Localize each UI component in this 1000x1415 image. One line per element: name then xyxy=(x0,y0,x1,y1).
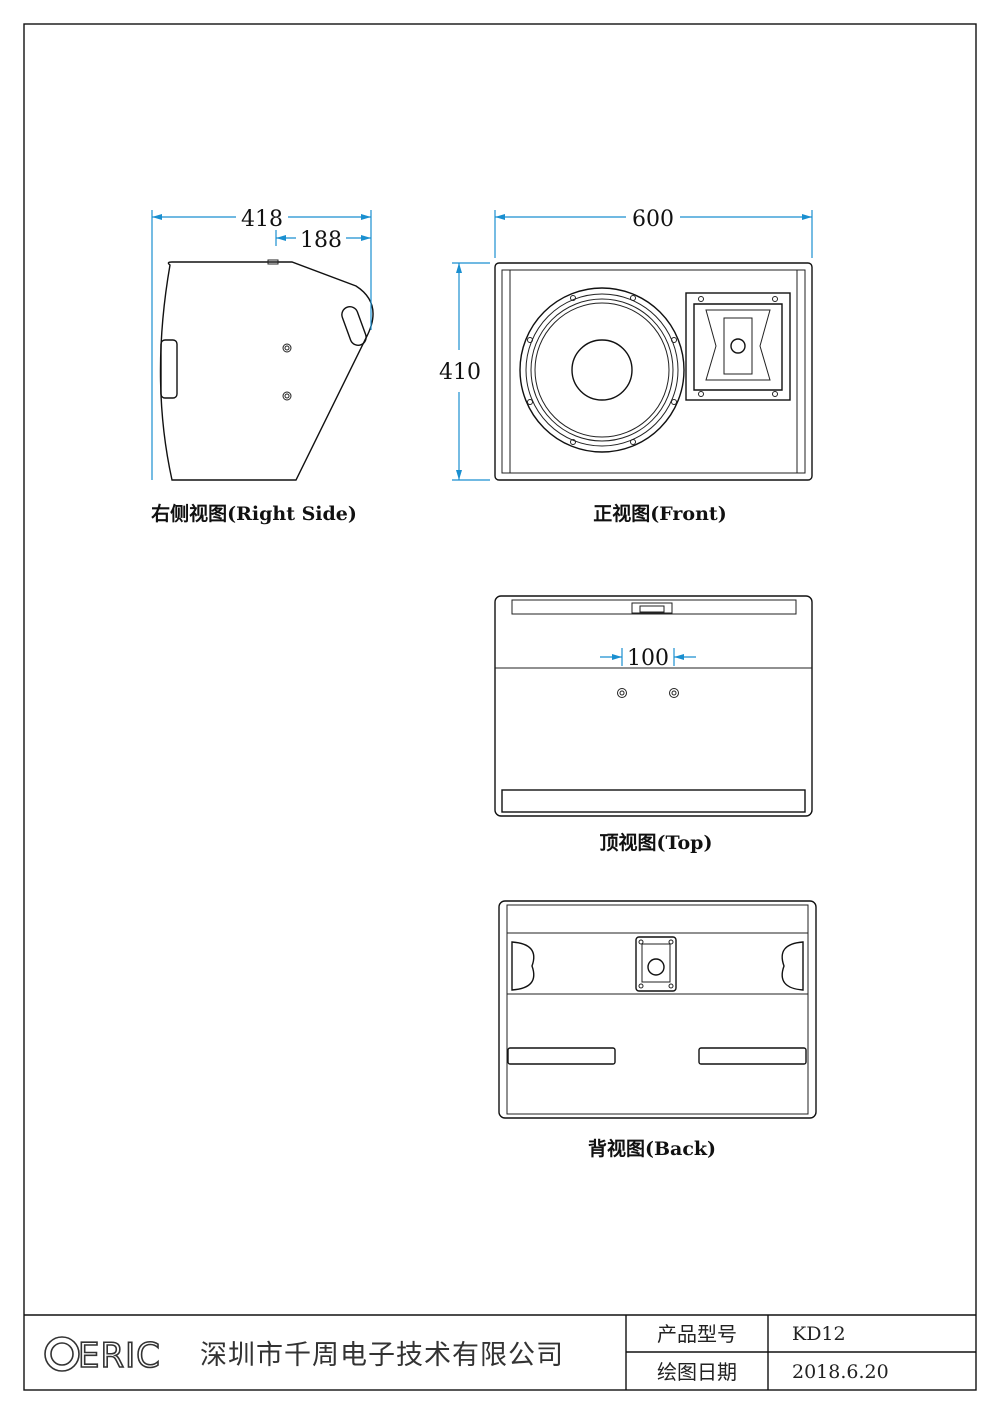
label-right-side: 右侧视图(Right Side) xyxy=(150,502,357,525)
model-value: KD12 xyxy=(792,1323,846,1345)
date-label: 绘图日期 xyxy=(657,1360,737,1384)
dim-front-width: 600 xyxy=(632,207,674,232)
dim-side-depth: 418 xyxy=(241,207,283,232)
dim-side-top: 188 xyxy=(300,228,342,253)
title-block: ERIC 深圳市千周电子技术有限公司 产品型号 KD12 绘图日期 2018.6… xyxy=(24,1314,976,1390)
side-handle-rear xyxy=(341,306,367,346)
back-slot-left xyxy=(507,1047,616,1065)
dim-top-spacing: 100 xyxy=(627,646,669,671)
back-slot-right xyxy=(698,1047,807,1065)
label-back: 背视图(Back) xyxy=(588,1137,716,1160)
top-view: 100 xyxy=(494,595,813,817)
back-handle-right xyxy=(781,941,804,991)
woofer xyxy=(519,287,685,453)
back-handle-left xyxy=(511,941,535,991)
front-view: 600 410 xyxy=(439,207,813,481)
connector-plate xyxy=(635,936,677,992)
company-logo: ERIC xyxy=(44,1335,161,1377)
right-side-view: 418 188 xyxy=(151,207,374,481)
logo-text: ERIC xyxy=(78,1336,161,1376)
dim-front-height: 410 xyxy=(439,360,481,385)
company-name: 深圳市千周电子技术有限公司 xyxy=(200,1340,564,1371)
horn xyxy=(685,292,791,401)
date-value: 2018.6.20 xyxy=(792,1361,889,1383)
sheet-border xyxy=(23,23,977,1391)
model-label: 产品型号 xyxy=(657,1322,737,1346)
label-top: 顶视图(Top) xyxy=(600,831,713,854)
back-view xyxy=(498,900,817,1119)
side-handle xyxy=(160,339,178,399)
label-front: 正视图(Front) xyxy=(593,502,726,525)
